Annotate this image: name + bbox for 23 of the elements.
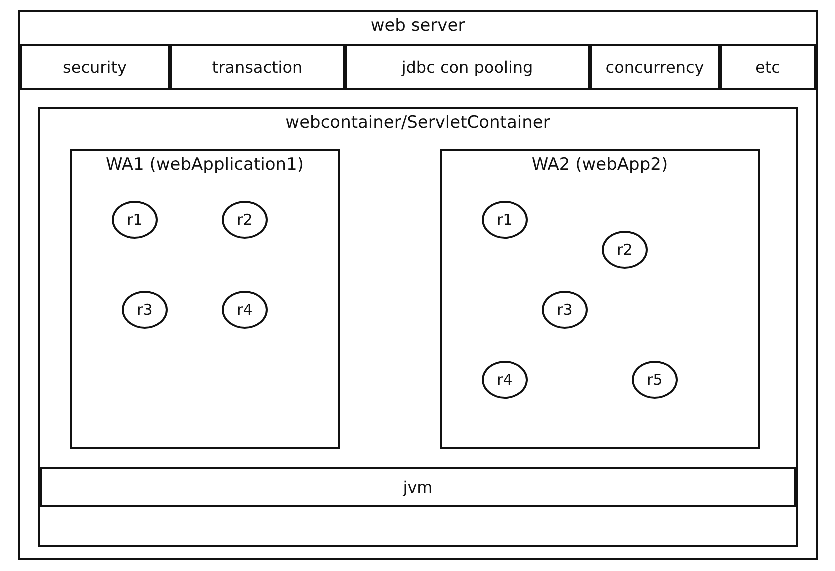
- resource-circle: r4: [222, 291, 268, 329]
- section-cell: etc: [720, 44, 816, 90]
- container-box: [18, 10, 818, 560]
- resource-circle: r2: [222, 201, 268, 239]
- resource-circle: r4: [482, 361, 528, 399]
- resource-circle: r1: [112, 201, 158, 239]
- resource-circle: r3: [542, 291, 588, 329]
- box-heading: WA2 (webApp2): [530, 155, 670, 175]
- box-heading: web server: [370, 16, 466, 36]
- section-cell: transaction: [170, 44, 345, 90]
- section-cell: security: [20, 44, 170, 90]
- resource-circle: r3: [122, 291, 168, 329]
- section-cell: jdbc con pooling: [345, 44, 590, 90]
- resource-circle: r1: [482, 201, 528, 239]
- section-cell: jvm: [40, 467, 796, 507]
- box-heading: webcontainer/ServletContainer: [284, 113, 552, 133]
- box-heading: WA1 (webApplication1): [105, 155, 305, 175]
- resource-circle: r5: [632, 361, 678, 399]
- container-box: [38, 107, 798, 547]
- container-box: [70, 149, 340, 449]
- resource-circle: r2: [602, 231, 648, 269]
- section-cell: concurrency: [590, 44, 720, 90]
- container-box: [440, 149, 760, 449]
